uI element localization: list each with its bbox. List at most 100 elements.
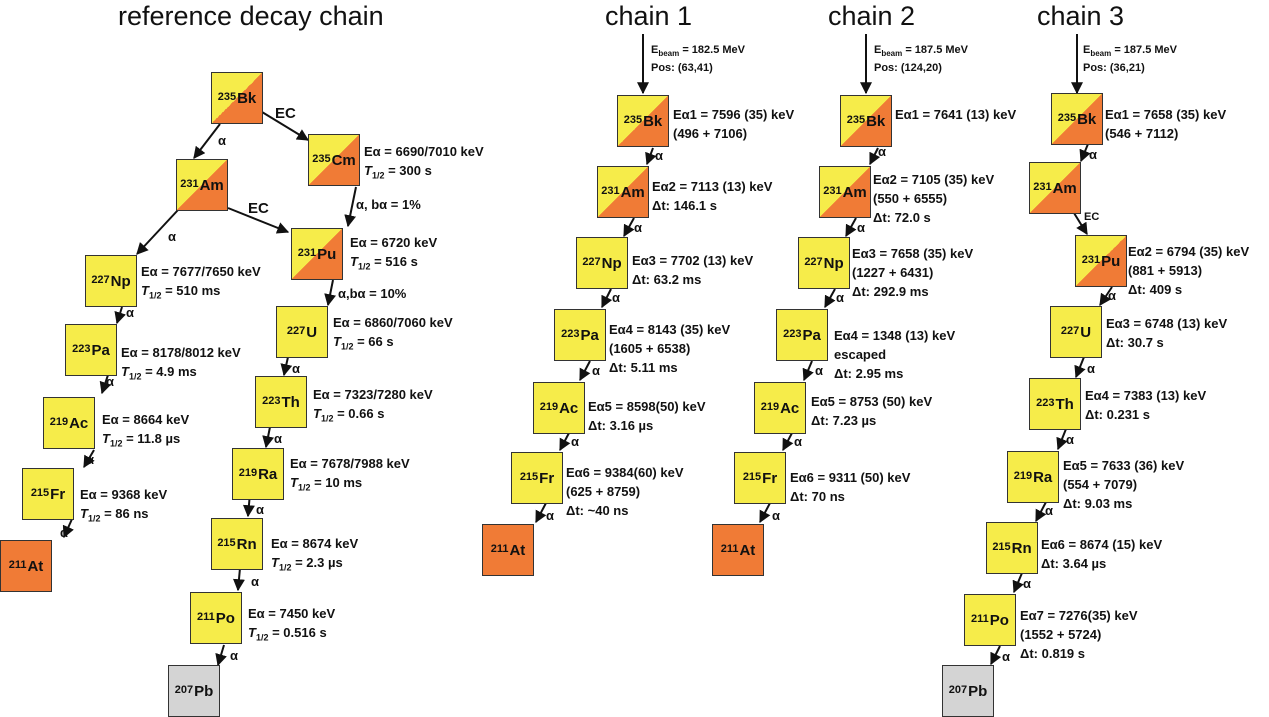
alpha-label-po: α [230, 648, 238, 663]
alpha-label-chain-3-4: α [1066, 432, 1074, 447]
ec-label-chain-3: EC [1084, 211, 1100, 223]
alpha-label-fr: α [60, 525, 68, 540]
title-chain-1: chain 1 [605, 1, 693, 31]
alpha-label-u: α [292, 361, 300, 376]
alpha-label-am: α [168, 229, 176, 244]
label-po-chain-3: Eα7 = 7276(35) keV(1552 + 5724)Δt: 0.819… [1020, 608, 1138, 661]
alpha-label-chain-1-3: α [612, 290, 620, 305]
label-fr-chain-1: Eα6 = 9384(60) keV(625 + 8759)Δt: ~40 ns [566, 465, 684, 518]
alpha-label-rn: α [251, 574, 259, 589]
alpha-label-chain-3-3: α [1087, 361, 1095, 376]
title-reference: reference decay chain [118, 1, 384, 31]
alpha-label-np: α [126, 305, 134, 320]
label-bk-chain-1: Eα1 = 7596 (35) keV(496 + 7106) [673, 107, 795, 141]
label-pu-chain-3: Eα2 = 6794 (35) keV(881 + 5913)Δt: 409 s [1128, 244, 1250, 297]
alpha-label-chain-2-2: α [857, 220, 865, 235]
alpha-label-chain-3-2: α [1108, 288, 1116, 303]
alpha-label-chain-2-5: α [794, 434, 802, 449]
alpha-label-ra: α [256, 502, 264, 517]
alpha-label-th: α [274, 431, 282, 446]
alpha-label-bk: α [218, 133, 226, 148]
ec-label-am: EC [248, 200, 269, 217]
alpha-label-chain-3-1: α [1089, 147, 1097, 162]
alpha-label-chain-3-5: α [1045, 503, 1053, 518]
label-bk-chain-3: Eα1 = 7658 (35) keV(546 + 7112) [1105, 107, 1227, 141]
branch-label-pu: α,bα = 10% [338, 286, 407, 301]
alpha-label-chain-1-4: α [592, 363, 600, 378]
alpha-label-pa: α [106, 374, 114, 389]
alpha-label-chain-3-7: α [1002, 649, 1010, 664]
label-bk-chain-2: Eα1 = 7641 (13) keV [895, 107, 1017, 122]
alpha-label-chain-2-3: α [836, 290, 844, 305]
alpha-label-chain-3-6: α [1023, 576, 1031, 591]
branch-label-cm: α, bα = 1% [356, 197, 421, 212]
label-ra-chain-3: Eα5 = 7633 (36) keV(554 + 7079)Δt: 9.03 … [1063, 458, 1185, 511]
title-chain-2: chain 2 [828, 1, 916, 31]
alpha-label-chain-1-1: α [655, 148, 663, 163]
alpha-label-chain-2-6: α [772, 508, 780, 523]
ec-label-bk: EC [275, 105, 296, 122]
alpha-label-chain-1-5: α [571, 434, 579, 449]
alpha-label-chain-2-1: α [878, 144, 886, 159]
title-chain-3: chain 3 [1037, 1, 1125, 31]
alpha-label-chain-1-6: α [546, 508, 554, 523]
alpha-label-chain-2-4: α [815, 363, 823, 378]
label-am-chain-2: Eα2 = 7105 (35) keV(550 + 6555)Δt: 72.0 … [873, 172, 995, 225]
